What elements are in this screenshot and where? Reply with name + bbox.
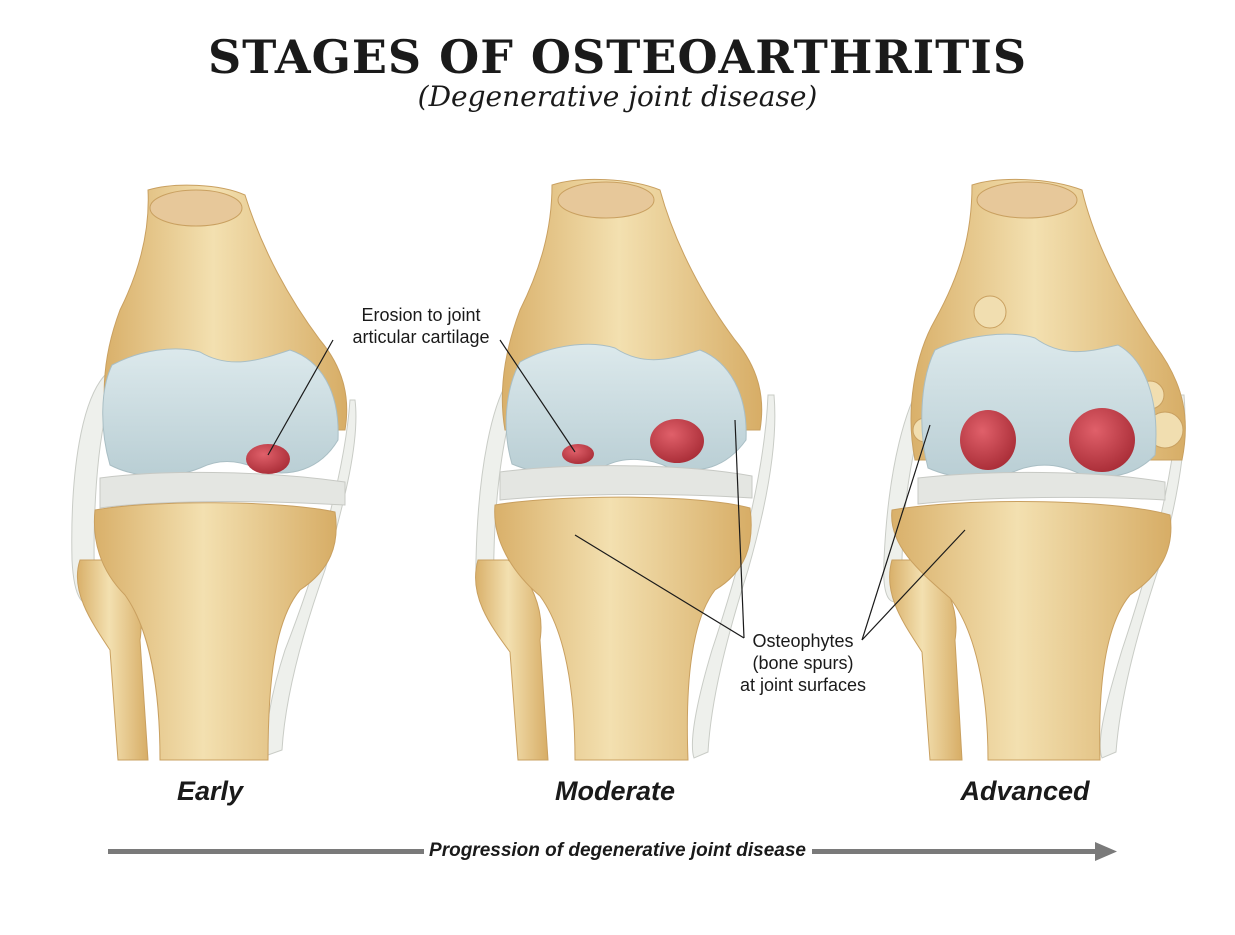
osteophyte-callout-lines xyxy=(574,419,966,641)
erosion-spot-advanced-right xyxy=(1069,408,1135,472)
diagram-title: STAGES OF OSTEOARTHRITIS xyxy=(207,30,1028,84)
diagram-subtitle: (Degenerative joint disease) xyxy=(417,80,818,113)
erosion-spot-advanced-left xyxy=(960,410,1016,470)
arrow-shaft-right xyxy=(812,849,1097,854)
progression-arrow xyxy=(108,842,1117,861)
erosion-spot-early xyxy=(246,444,290,474)
erosion-spot-moderate-large xyxy=(650,419,704,463)
arrow-shaft-left xyxy=(108,849,424,854)
osteophytes-callout-line-1: Osteophytes xyxy=(752,631,854,651)
knee-early xyxy=(71,184,357,761)
stage-label-early: Early xyxy=(176,776,244,806)
osteophytes-callout-line-2: (bone spurs) xyxy=(752,653,854,673)
osteophytes-callout-line-3: at joint surfaces xyxy=(739,675,867,695)
erosion-callout-lines xyxy=(267,339,576,456)
erosion-callout-line-2: articular cartilage xyxy=(352,327,490,347)
knee-advanced xyxy=(883,178,1186,761)
knee-moderate xyxy=(475,178,776,761)
erosion-spot-moderate-small xyxy=(562,444,594,464)
stage-label-moderate: Moderate xyxy=(554,776,676,806)
arrow-head xyxy=(1095,842,1117,861)
progression-label: Progression of degenerative joint diseas… xyxy=(429,840,806,861)
stage-label-advanced: Advanced xyxy=(960,776,1090,806)
erosion-callout: Erosion to joint articular cartilage xyxy=(330,304,512,348)
erosion-callout-line-1: Erosion to joint xyxy=(361,305,481,325)
osteophytes-callout: Osteophytes (bone spurs) at joint surfac… xyxy=(722,630,884,696)
